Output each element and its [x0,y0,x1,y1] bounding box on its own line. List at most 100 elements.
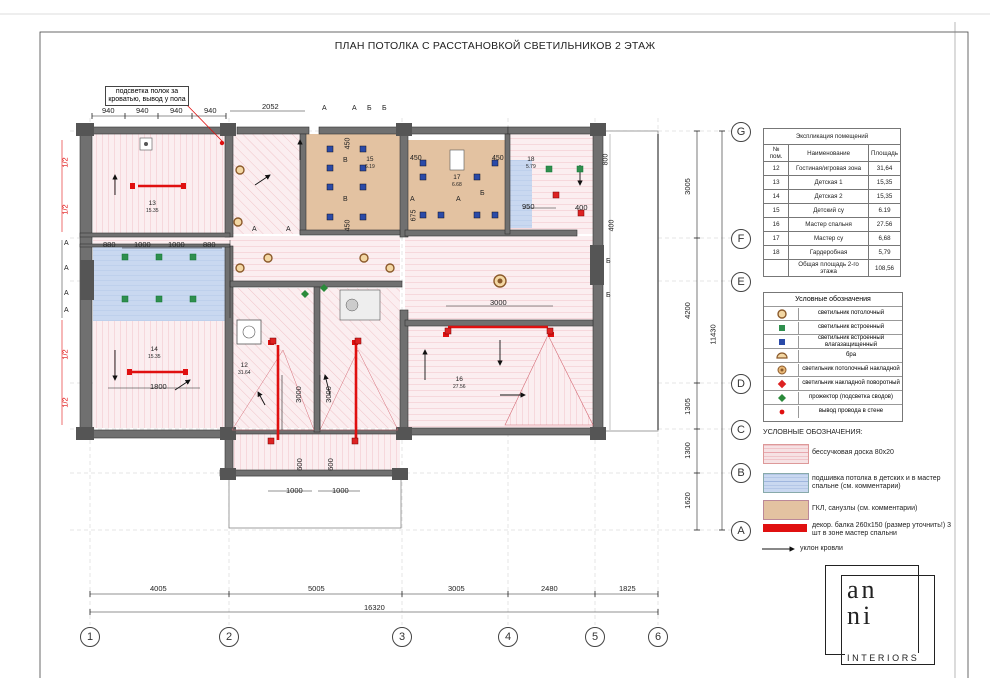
section-mark-a-5: А [64,290,69,297]
waterproof-light-icon [766,336,799,348]
total-label: Общая площадь 2-го этажа [788,259,870,277]
legend-row: светильник потолочный накладной [764,362,902,377]
legend-row: светильник потолочный [764,306,902,321]
dim-right-3: 1305 [682,398,692,415]
wall-sconce-icon [766,350,799,362]
half-mark-1: 1/2 [60,157,70,168]
beam-swatch [763,524,807,532]
section-mark-a-8: А [286,226,291,233]
room-14-ceiling [93,321,226,428]
dim-inner-3000-a: 3000 [490,298,507,307]
axis-5: 5 [585,627,605,647]
axis-b: B [731,463,751,483]
dim-inner-950: 950 [522,202,535,211]
room-12-ceiling-b [232,236,400,281]
dim-row2-2: 1000 [134,240,151,249]
explication-header-name: Наименование [788,144,870,162]
dim-inner-450-b: 450 [344,219,352,232]
logo-line2: ni [847,601,874,630]
axis-d: D [731,374,751,394]
dim-inner-600-b: 600 [325,458,335,471]
section-mark-b-4: Б [606,292,611,299]
dim-inner-1000-b: 1000 [332,486,349,495]
explication-header-area: Площадь [868,144,901,162]
dim-right-1: 3005 [682,178,692,195]
axis-c: C [731,420,751,440]
dim-inner-1000-a: 1000 [286,486,303,495]
gkl-legend-label: ГКЛ, санузлы (см. комментарии) [812,505,918,512]
dim-right-total: 11430 [708,324,718,345]
explication-caption: Экспликация помещений [763,128,901,145]
dim-top-5: 2052 [262,102,279,111]
legend2-title: УСЛОВНЫЕ ОБОЗНАЧЕНИЯ: [763,427,863,436]
logo-subtitle: INTERIORS [845,653,922,663]
legend-row: светильник накладной поворотный [764,376,902,391]
axis-a: A [731,521,751,541]
dim-bottom-1: 4005 [150,584,167,593]
dim-inner-675: 675 [410,209,418,222]
surface-light-icon [766,364,799,376]
section-mark-b-1: Б [367,105,372,112]
studio-logo: an ni INTERIORS [825,565,935,665]
section-mark-a-6: А [64,307,69,314]
dim-top-2: 940 [136,106,149,115]
legend-row: вывод провода в стене [764,404,902,419]
dim-top-1: 940 [102,106,115,115]
rotary-light-icon [766,378,799,390]
dim-inner-450-d: 450 [492,155,504,162]
plank-swatch [763,444,809,464]
dim-inner-800: 800 [602,153,610,166]
axis-g: G [731,122,751,142]
dim-row2-1: 880 [103,240,116,249]
plank-legend-label: бессучковая доска 80х20 [812,449,894,456]
dim-right-4: 1300 [682,442,692,459]
axis-4: 4 [498,627,518,647]
blue-swatch [763,473,809,493]
dim-inner-1800: 1800 [150,382,167,391]
section-mark-a-4: А [64,265,69,272]
beam-legend-label: декор. балка 260х150 (размер уточнить!) … [812,522,952,537]
section-mark-a-9: А [410,196,415,203]
half-mark-3: 1/2 [60,349,70,360]
spotlight-icon [766,392,799,404]
room-12-ceiling-e [232,431,400,471]
explication-table: Экспликация помещений № пом. Наименовани… [762,128,901,277]
legend-row: светильник встроенный влагазащищенный [764,334,902,349]
section-mark-a-2: А [352,105,357,112]
wire-outlet-icon [766,406,799,418]
section-mark-a-1: А [322,105,327,112]
section-mark-a-7: А [252,226,257,233]
recessed-light-icon [766,322,799,334]
dim-right-5: 1620 [682,492,692,509]
balcony-south [228,475,402,529]
legend-row: бра [764,348,902,363]
blue-legend-label: подшивка потолка в детских и в мастер сп… [812,475,941,490]
section-mark-b-2: Б [382,105,387,112]
dim-row2-3: 1000 [168,240,185,249]
half-mark-2: 1/2 [60,204,70,215]
dim-row2-4: 880 [203,240,216,249]
explication-header-num: № пом. [762,144,790,162]
dim-inner-450-a: 450 [344,137,352,150]
dim-inner-400-b: 400 [608,219,616,232]
total-value: 108,56 [868,259,901,277]
room-18-blue [510,160,532,228]
room-13-ceiling [93,134,226,234]
room-12-ceiling-c [232,288,314,428]
corridor-ceiling [93,236,233,246]
dim-inner-3000-b: 3000 [293,386,303,403]
dim-right-2: 4200 [682,302,692,319]
